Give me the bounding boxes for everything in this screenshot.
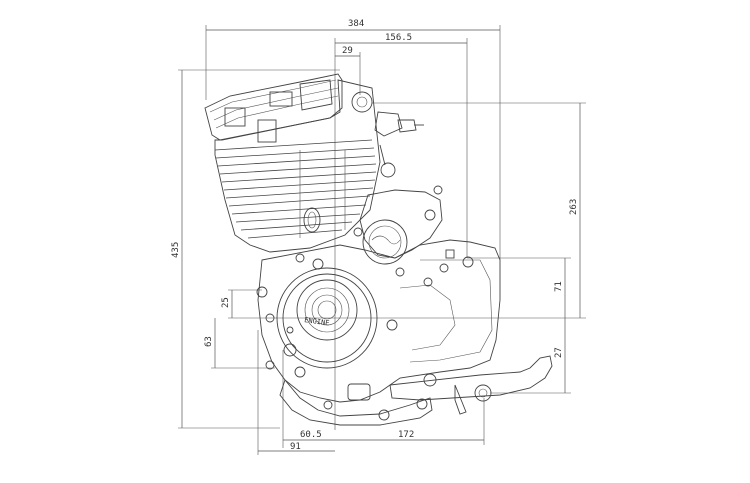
label-bottom-right: 172 [398, 430, 414, 440]
label-left-small: 25 [221, 297, 231, 308]
label-bottom-left: 91 [290, 442, 301, 452]
starter-cover [353, 185, 443, 277]
dimension-labels: 384 156.5 29 435 263 71 27 25 63 60.5 91… [171, 19, 579, 452]
crankcase [257, 239, 501, 403]
label-low-right-height: 27 [554, 347, 564, 358]
lower-housing [279, 379, 433, 426]
gearshift-lever [389, 355, 553, 415]
cylinder-head-cover [204, 73, 343, 141]
label-upper-width: 156.5 [385, 33, 412, 43]
label-bottom-small: 60.5 [300, 430, 322, 440]
label-overall-height: 435 [171, 242, 181, 258]
intake-spigot [351, 91, 424, 178]
flywheel-cover: ENGINE [256, 253, 398, 378]
label-head-offset: 29 [342, 46, 353, 56]
casting-text: ENGINE [304, 316, 330, 327]
dimension-lines [178, 25, 586, 455]
label-left-mid: 63 [204, 336, 214, 347]
cylinder-fins [214, 79, 381, 253]
label-mid-right-height: 71 [554, 281, 564, 292]
label-overall-width: 384 [348, 19, 364, 29]
label-right-height: 263 [569, 199, 579, 215]
